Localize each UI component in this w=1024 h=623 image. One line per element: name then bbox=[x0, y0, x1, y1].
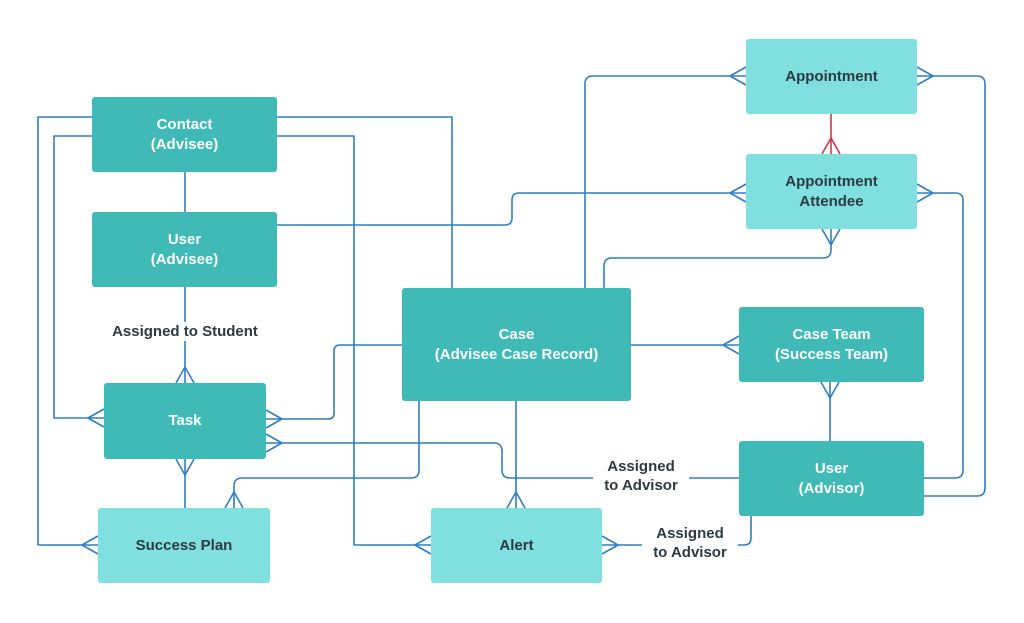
crowfoot-case-team-left bbox=[722, 335, 740, 355]
edge-case-success-plan bbox=[233, 401, 420, 508]
entity-success-plan[interactable]: Success Plan bbox=[98, 508, 270, 583]
entity-user-advisor-line1: User bbox=[814, 459, 849, 477]
entity-user-advisee-line2: (Advisee) bbox=[150, 250, 219, 268]
edge-user-advisee-attendee bbox=[277, 192, 746, 226]
entity-appointment-attendee[interactable]: Appointment Attendee bbox=[746, 154, 917, 229]
entity-appointment-attendee-line2: Attendee bbox=[799, 192, 864, 210]
edge-label-assigned-to-advisor-alert: Assigned to Advisor bbox=[642, 524, 738, 562]
entity-user-advisee[interactable]: User (Advisee) bbox=[92, 212, 277, 287]
edge-advisor-alert bbox=[602, 516, 752, 546]
entity-appointment-line1: Appointment bbox=[785, 67, 878, 85]
edge-advisor-task bbox=[266, 442, 739, 479]
crowfoot-alert-top bbox=[506, 491, 526, 509]
crowfoot-task-right-1 bbox=[265, 409, 283, 429]
edge-label-assigned-to-student-text: Assigned to Student bbox=[112, 323, 258, 340]
entity-contact-line2: (Advisee) bbox=[150, 135, 219, 153]
entity-case-line1: Case bbox=[498, 325, 535, 343]
entity-success-plan-line1: Success Plan bbox=[135, 536, 233, 554]
edge-label-assigned-to-advisor-alert-line2: to Advisor bbox=[653, 544, 727, 561]
crowfoot-task-top bbox=[175, 366, 195, 384]
entity-contact-line1: Contact bbox=[156, 115, 213, 133]
entity-alert-line1: Alert bbox=[499, 536, 534, 554]
entity-contact-advisee[interactable]: Contact (Advisee) bbox=[92, 97, 277, 172]
edge-contact-case bbox=[277, 116, 453, 288]
edge-label-assigned-to-advisor-alert-line1: Assigned bbox=[656, 525, 724, 542]
crowfoot-task-bottom bbox=[175, 458, 195, 476]
crowfoot-attendee-left bbox=[729, 183, 747, 203]
entity-user-advisor[interactable]: User (Advisor) bbox=[739, 441, 924, 516]
entity-user-advisor-line2: (Advisor) bbox=[798, 479, 865, 497]
entity-task[interactable]: Task bbox=[104, 383, 266, 459]
crowfoot-appointment-left bbox=[729, 66, 747, 86]
entity-case-team[interactable]: Case Team (Success Team) bbox=[739, 307, 924, 382]
edge-contact-alert bbox=[277, 135, 431, 546]
crowfoot-appointment-right bbox=[916, 66, 934, 86]
entity-task-line1: Task bbox=[168, 412, 202, 429]
edge-advisor-attendee bbox=[917, 192, 964, 479]
edge-case-attendee bbox=[603, 229, 832, 288]
entity-alert[interactable]: Alert bbox=[431, 508, 602, 583]
crowfoot-success-plan-left bbox=[81, 535, 99, 555]
entity-appointment-attendee-line1: Appointment bbox=[785, 172, 878, 190]
edge-label-assigned-to-advisor-task: Assigned to Advisor bbox=[593, 457, 689, 495]
edge-case-task bbox=[266, 344, 402, 420]
crowfoot-case-team-bottom bbox=[820, 381, 840, 399]
edge-label-assigned-to-advisor-task-line2: to Advisor bbox=[604, 477, 678, 494]
edge-contact-success-plan bbox=[37, 116, 98, 546]
edge-label-assigned-to-advisor-task-line1: Assigned bbox=[607, 458, 675, 475]
entity-user-advisee-line1: User bbox=[167, 230, 202, 248]
entity-appointment[interactable]: Appointment bbox=[746, 39, 917, 114]
edge-contact-task bbox=[53, 135, 104, 419]
entity-case-team-line2: (Success Team) bbox=[774, 345, 889, 363]
crowfoot-success-plan-top bbox=[224, 491, 244, 509]
crowfoot-alert-left bbox=[414, 535, 432, 555]
crowfoot-attendee-top bbox=[821, 136, 841, 155]
entity-case-team-line1: Case Team bbox=[792, 325, 871, 343]
entity-case-line2: (Advisee Case Record) bbox=[434, 345, 599, 363]
crowfoot-attendee-bottom bbox=[821, 228, 841, 246]
edge-advisor-appointment bbox=[917, 75, 986, 497]
crowfoot-task-right-2 bbox=[265, 433, 283, 453]
entity-case[interactable]: Case (Advisee Case Record) bbox=[402, 288, 631, 401]
edge-case-appointment bbox=[584, 75, 746, 288]
crowfoot-attendee-right bbox=[916, 183, 934, 203]
edge-label-assigned-to-student: Assigned to Student bbox=[100, 322, 270, 341]
crowfoot-task-left bbox=[87, 408, 105, 428]
crowfoot-alert-right bbox=[601, 535, 619, 555]
